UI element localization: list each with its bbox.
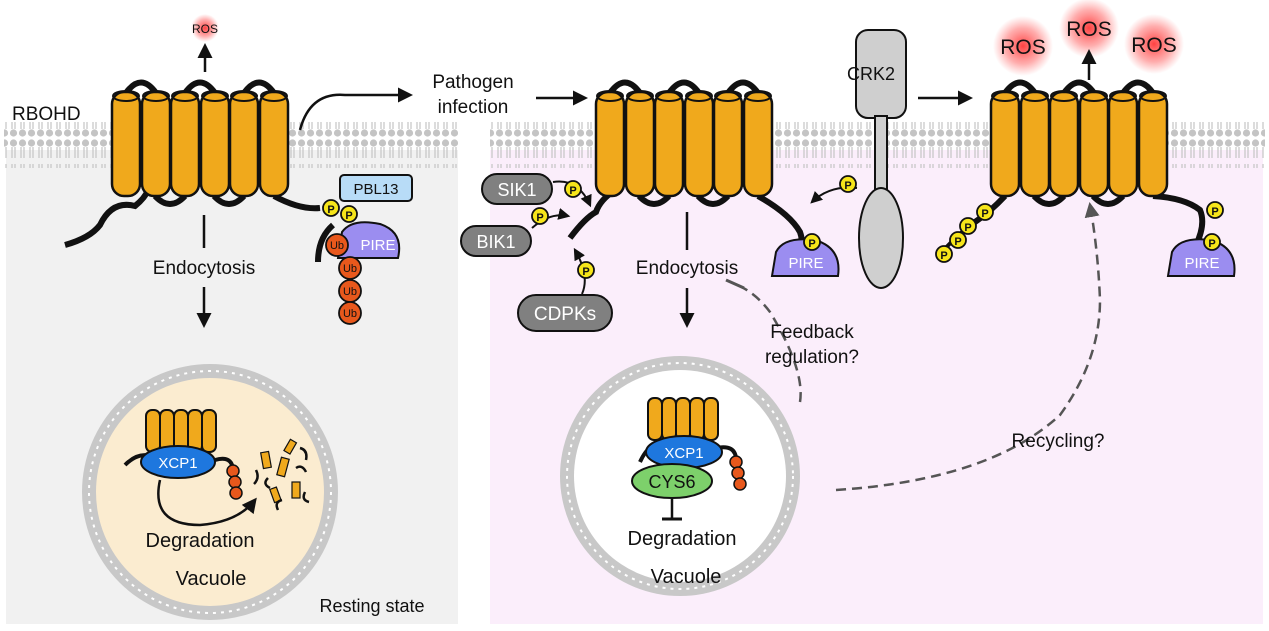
xcp1-middle-label: XCP1: [664, 445, 703, 462]
ub-chain: [325, 233, 362, 325]
ros-glow-1: [993, 16, 1053, 76]
feedback-dashed-line: [734, 282, 802, 403]
ros-glow-2: [1059, 0, 1119, 58]
crk2-label: CRK2: [847, 64, 895, 84]
phospho-right-n3: [949, 231, 967, 249]
phospho-left-2: [340, 205, 358, 223]
rbohd-left: [64, 79, 321, 248]
feedback-label-2: regulation?: [765, 347, 859, 368]
ub-tail: [315, 222, 336, 263]
ros-label-small: ROS: [192, 22, 218, 36]
pire-left-label: PIRE: [360, 237, 395, 254]
xcp1-left-label: XCP1: [158, 455, 197, 472]
resting-state-label: Resting state: [319, 596, 424, 616]
bik1-label: BIK1: [476, 232, 515, 252]
crk2-stalk: [874, 115, 888, 193]
phospho-right-n3-label: P: [954, 236, 961, 248]
crk2-kinase: [858, 187, 904, 289]
arrow-to-infection: [298, 87, 413, 131]
vacuole-label-left: Vacuole: [176, 568, 247, 590]
phospho-right-n2-label: P: [964, 222, 971, 234]
ub-2: Ub: [343, 263, 357, 275]
sik1-phospho: [564, 180, 582, 198]
crk2-phospho: [839, 175, 857, 193]
feedback-label-1: Feedback: [770, 322, 854, 343]
ub-1: Ub: [330, 240, 344, 252]
bik1-phospho-label: P: [536, 212, 543, 224]
ros-label-3: ROS: [1131, 34, 1177, 57]
cdpks-phospho: [577, 261, 595, 279]
cys6: [631, 463, 713, 499]
phospho-right-n1: [976, 203, 994, 221]
recycling-label: Recycling?: [1012, 431, 1105, 452]
cdpks-oval: [517, 294, 613, 332]
ub-vacuole-middle: [729, 455, 747, 491]
ub-vacuole-left: [226, 464, 243, 500]
phospho-middle-1: [803, 233, 821, 251]
endocytosis-label-middle: Endocytosis: [636, 258, 738, 279]
bik1-arrow: [531, 208, 571, 229]
endocytosis-label-left: Endocytosis: [153, 258, 255, 279]
ros-label-2: ROS: [1066, 18, 1112, 41]
degradation-arrow-left: [157, 479, 257, 527]
cdpks-phospho-label: P: [582, 266, 589, 278]
degraded-fragments: [253, 438, 310, 511]
vacuole-label-middle: Vacuole: [651, 566, 722, 588]
rbohd-middle: [567, 79, 805, 255]
phospho-right-c1-label: P: [1211, 206, 1218, 218]
degradation-label-middle: Degradation: [628, 528, 737, 550]
phospho-right-n4: [935, 245, 953, 263]
ub-3: Ub: [343, 286, 357, 298]
ros-label-1: ROS: [1000, 36, 1046, 59]
cdpks-label: CDPKs: [534, 304, 596, 325]
sik1-label: SIK1: [497, 180, 536, 200]
phospho-left-1: [322, 199, 340, 217]
ros-glow-small: [191, 14, 219, 42]
phospho-right-n4-label: P: [940, 250, 947, 262]
rbohd-right: [973, 79, 1206, 247]
ub-4: Ub: [343, 308, 357, 320]
vacuole-middle-bead-ring: [566, 362, 794, 590]
pire-right-label: PIRE: [1184, 255, 1219, 272]
phospho-right-n1-label: P: [981, 208, 988, 220]
pbl13-box: [339, 174, 413, 202]
ros-glow-3: [1124, 14, 1184, 74]
sik1-phospho-label: P: [569, 185, 576, 197]
phospho-left-2-label: P: [345, 210, 352, 222]
rbohd-label: RBOHD: [12, 104, 81, 125]
rbohd-vacuole-left: [145, 409, 217, 453]
phospho-right-n2: [959, 217, 977, 235]
pire-middle-label: PIRE: [788, 255, 823, 272]
bik1-oval: [460, 225, 532, 257]
phospho-right-c2: [1203, 233, 1221, 251]
vacuole-left-bead-ring: [88, 370, 332, 614]
pathogen-label-2: infection: [438, 97, 509, 118]
degradation-label-left: Degradation: [146, 530, 255, 552]
phospho-right-c2-label: P: [1208, 238, 1215, 250]
cys6-label: CYS6: [648, 472, 695, 492]
recycling-dashed-arrow: [835, 202, 1102, 492]
sik1-oval: [481, 173, 553, 205]
bik1-phospho: [531, 207, 549, 225]
pire-left: [336, 221, 401, 259]
rbohd-vacuole-middle: [647, 397, 719, 441]
phospho-left-1-label: P: [327, 204, 334, 216]
phospho-middle-1-label: P: [808, 238, 815, 250]
pathogen-label-1: Pathogen: [432, 72, 513, 93]
xcp1-left: [140, 445, 216, 479]
phospho-right-c1: [1206, 201, 1224, 219]
feedback-inhibition-bar: [725, 278, 745, 290]
pbl13-label: PBL13: [353, 181, 398, 198]
crk2-phospho-label: P: [844, 180, 851, 192]
